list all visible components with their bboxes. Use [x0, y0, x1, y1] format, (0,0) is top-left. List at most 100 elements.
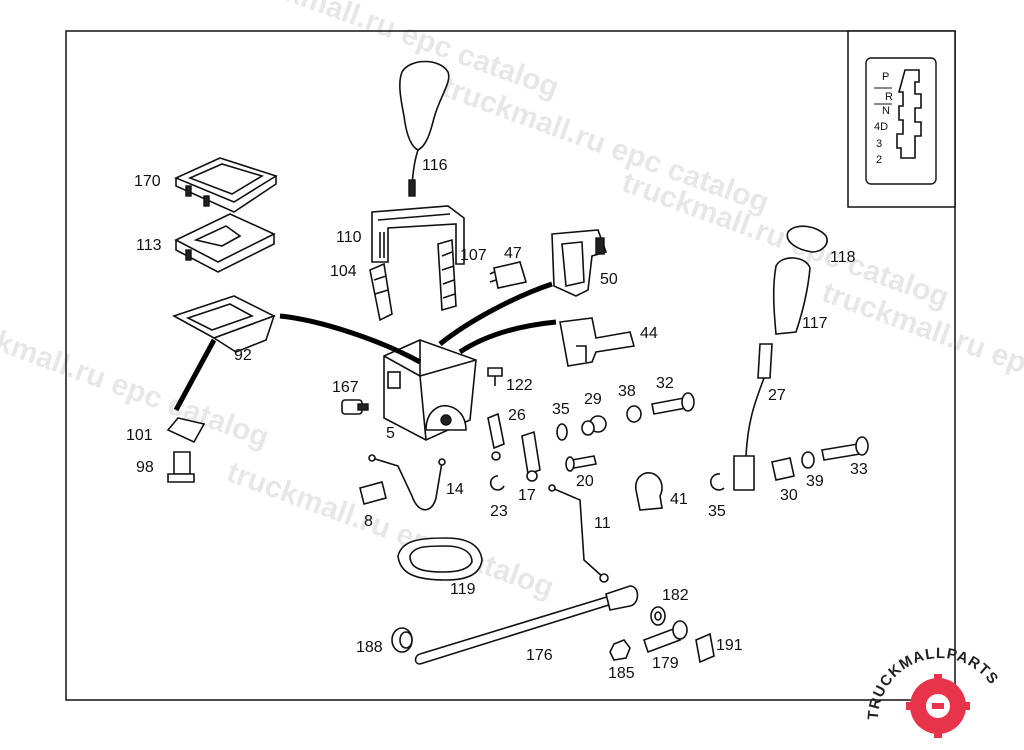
switch-unit-44 — [559, 317, 636, 367]
switch-47 — [489, 261, 528, 289]
part-label-113: 113 — [136, 237, 162, 254]
linkage-11 — [548, 484, 609, 583]
part-label-39: 39 — [806, 473, 824, 490]
diagram-frame — [65, 30, 956, 701]
gate-position-label: P — [882, 71, 889, 83]
part-label-44: 44 — [640, 325, 658, 342]
watermark-text: truckmall.ru epc catalog — [228, 0, 564, 105]
part-label-8: 8 — [364, 513, 373, 530]
part-label-179: 179 — [652, 655, 679, 672]
part-label-188: 188 — [356, 639, 383, 656]
logo-gear-icon — [906, 674, 970, 738]
lever-17 — [521, 430, 541, 482]
lever-26 — [487, 412, 505, 461]
pin-32 — [651, 392, 695, 415]
part-label-98: 98 — [136, 459, 154, 476]
cover-plate-113 — [174, 213, 276, 273]
part-label-107: 107 — [460, 247, 487, 264]
bushing-38 — [626, 405, 642, 423]
part-label-101: 101 — [126, 427, 153, 444]
gate-slot — [896, 69, 922, 159]
part-label-182: 182 — [662, 587, 689, 604]
part-label-5: 5 — [386, 425, 395, 442]
indicator-plate-92 — [172, 295, 277, 353]
clip-191 — [695, 632, 715, 664]
shift-lever-116 — [399, 60, 450, 197]
gate-inset: P R N 4D 3 2 — [847, 30, 956, 208]
ring-35 — [556, 423, 568, 441]
part-label-27: 27 — [768, 387, 786, 404]
part-label-26: 26 — [508, 407, 526, 424]
gate-position-label: 2 — [876, 154, 882, 166]
truckmallparts-logo: TRUCKMALLPARTS — [865, 645, 1001, 738]
strip-107 — [437, 238, 457, 312]
selector-lever-27 — [733, 343, 773, 491]
part-label-47: 47 — [504, 245, 522, 262]
part-label-17: 17 — [518, 487, 536, 504]
nut-185 — [609, 639, 631, 661]
part-label-35: 35 — [552, 401, 570, 418]
part-label-35-right: 35 — [708, 503, 726, 520]
part-label-117: 117 — [802, 315, 828, 332]
bracket-50 — [551, 229, 608, 297]
gate-position-label: 4D — [874, 121, 888, 133]
part-label-50: 50 — [600, 271, 618, 288]
trim-frame-170 — [173, 157, 278, 213]
clip-41 — [635, 472, 663, 511]
pin-20 — [565, 455, 597, 472]
bushing-182 — [650, 606, 666, 626]
part-label-14: 14 — [446, 481, 464, 498]
watermark-text: truckmall.ru epc catalog — [438, 71, 774, 220]
part-label-38: 38 — [618, 383, 636, 400]
part-label-167: 167 — [332, 379, 359, 396]
part-label-118: 118 — [830, 249, 856, 266]
housing-cover-110 — [371, 205, 465, 265]
side-piece-104 — [369, 262, 393, 322]
clip-8 — [359, 481, 387, 505]
gate-position-label: N — [882, 105, 890, 117]
gate-position-label: 3 — [876, 138, 882, 150]
part-label-30: 30 — [780, 487, 798, 504]
bracket-30 — [771, 457, 795, 481]
part-label-29: 29 — [584, 391, 602, 408]
watermark-text: truckmall.ru epc catalog — [223, 456, 559, 605]
pin-33 — [821, 436, 869, 461]
boot-119 — [397, 537, 483, 581]
pointer-arrows — [173, 281, 557, 412]
rod-14 — [368, 454, 446, 511]
bushing-39 — [801, 451, 815, 469]
part-label-176: 176 — [526, 647, 553, 664]
part-label-41: 41 — [670, 491, 688, 508]
part-label-122: 122 — [506, 377, 533, 394]
part-98 — [167, 451, 195, 483]
gate-plate — [865, 57, 937, 185]
bushing-29 — [581, 415, 607, 436]
part-label-110: 110 — [336, 229, 362, 246]
part-label-33: 33 — [850, 461, 868, 478]
bushing-188 — [391, 627, 413, 653]
part-label-32: 32 — [656, 375, 674, 392]
part-labels: 116 170 113 110 107 47 50 104 92 44 167 … — [126, 157, 868, 682]
sensor-167 — [341, 399, 369, 415]
part-label-92: 92 — [234, 347, 252, 364]
gear-housing-5 — [383, 339, 477, 441]
knob-117 — [772, 257, 811, 335]
clip-23 — [489, 475, 505, 491]
bolt-122 — [487, 367, 503, 386]
rod-176 — [414, 585, 639, 665]
gate-position-label: R — [885, 91, 893, 103]
part-label-104: 104 — [330, 263, 357, 280]
part-label-23: 23 — [490, 503, 508, 520]
knob-cap-118 — [786, 225, 828, 253]
part-label-191: 191 — [716, 637, 743, 654]
part-label-170: 170 — [134, 173, 161, 190]
part-label-185: 185 — [608, 665, 635, 682]
part-101 — [166, 417, 206, 444]
part-label-20: 20 — [576, 473, 594, 490]
part-label-11: 11 — [594, 515, 611, 532]
link-179 — [642, 620, 688, 654]
ring-35-right — [710, 473, 725, 491]
part-label-119: 119 — [450, 581, 476, 598]
part-label-116: 116 — [422, 157, 448, 174]
